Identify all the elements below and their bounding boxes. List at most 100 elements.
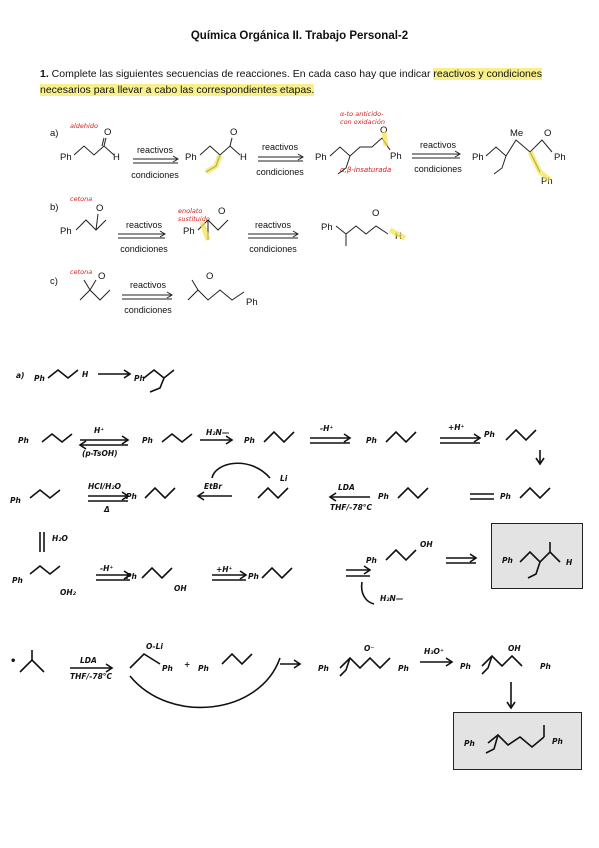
hw-hcl: HCl/H₂O — [88, 482, 122, 491]
o-c1: O — [98, 271, 106, 282]
label-c: c) — [50, 276, 58, 287]
label-a: a) — [50, 128, 59, 139]
hw-li: Li — [280, 474, 288, 483]
answer-box-final: Ph Ph — [453, 712, 582, 770]
instructions: 1. Complete las siguientes secuencias de… — [40, 66, 580, 98]
hw-etbr: EtBr — [204, 482, 223, 491]
note-enolato: enolato sustituido — [178, 207, 210, 223]
instructions-text: Complete las siguientes secuencias de re… — [48, 68, 434, 80]
hw-ph-9: Ph — [126, 492, 137, 501]
me-a4: Me — [510, 128, 524, 139]
condition-b1: condiciones — [120, 244, 168, 254]
page-title: Química Orgánica II. Trabajo Personal-2 — [190, 30, 409, 42]
hw-ph-16: Ph — [162, 664, 173, 673]
ph-b1: Ph — [60, 226, 72, 237]
hw-oh2: OH₂ — [60, 588, 76, 597]
hw-ph-8: Ph — [10, 496, 21, 505]
note-cetona-c: cetona — [70, 268, 93, 276]
hw-ph-18: Ph — [318, 664, 329, 673]
condition-a1: condiciones — [131, 170, 179, 180]
hw-h-plus-1: H⁺ — [94, 426, 105, 435]
box-final-ph2: Ph — [552, 737, 563, 746]
hw-ph-5: Ph — [244, 436, 255, 445]
hw-amine-2: H₂N— — [380, 594, 404, 603]
hw-minus-h-1: -H⁺ — [320, 424, 334, 433]
hw-ph-2: Ph — [134, 374, 145, 383]
reagent-b1: reactivos — [125, 220, 162, 230]
o-b2: O — [218, 206, 226, 217]
hw-lda-1: LDA — [338, 483, 355, 492]
hw-ph-10: Ph — [378, 492, 389, 501]
hw-oh-1: OH — [174, 584, 187, 593]
h-a2: H — [240, 152, 247, 163]
hw-bullet: • — [10, 656, 17, 667]
hw-plus: + — [184, 660, 191, 669]
ph-b2: Ph — [183, 226, 195, 237]
reagent-a2: reactivos — [261, 142, 298, 152]
hw-ph-21: Ph — [540, 662, 551, 671]
reagent-a3: reactivos — [419, 140, 456, 150]
hw-thf-1: THF/-78°C — [330, 503, 373, 512]
ph-a4c: Ph — [541, 176, 553, 187]
reagent-c: reactivos — [129, 280, 166, 290]
hw-lda-2: LDA — [80, 656, 97, 665]
hw-oh-plus: OH — [420, 540, 433, 549]
ph-b3: Ph — [321, 222, 333, 233]
hw-ph-6: Ph — [366, 436, 377, 445]
hw-oh-2: OH — [508, 644, 521, 653]
box-final-ph: Ph — [464, 739, 475, 748]
hw-h2o-1: H₂O — [52, 534, 68, 543]
o-b3: O — [372, 208, 380, 219]
reagent-a1: reactivos — [136, 145, 173, 155]
condition-c: condiciones — [124, 305, 172, 315]
note-alpha-oxid: α-to anticido- con oxidación — [340, 110, 385, 126]
hw-ph-19: Ph — [398, 664, 409, 673]
ph-c2: Ph — [246, 297, 258, 308]
condition-b2: condiciones — [249, 244, 297, 254]
hw-a-label: a) — [16, 371, 25, 380]
condition-a2: condiciones — [256, 167, 304, 177]
highlight-reactivos: reactivos y condiciones — [433, 68, 542, 80]
note-cetona-b: cetona — [70, 195, 93, 203]
hw-h3o: H₃O⁺ — [424, 647, 444, 656]
ph-a3b: Ph — [390, 151, 402, 162]
hw-delta: Δ — [104, 505, 110, 514]
hw-ph-7: Ph — [484, 430, 495, 439]
condition-a3: condiciones — [414, 164, 462, 174]
o-a4: O — [544, 128, 552, 139]
hw-plus-h-2: +H⁺ — [216, 565, 233, 574]
hw-ph-20: Ph — [460, 662, 471, 671]
o-c2: O — [206, 271, 214, 282]
highlight-necesarios: necesarios para llevar a cabo las corres… — [40, 84, 315, 96]
hw-ph-11: Ph — [500, 492, 511, 501]
ph-a4b: Ph — [554, 152, 566, 163]
hw-ph-14: Ph — [248, 572, 259, 581]
note-aldehido: aldehído — [70, 122, 98, 130]
answer-box-a: Ph H — [491, 523, 583, 589]
hw-ph-15: Ph — [366, 556, 377, 565]
box-a-ph: Ph — [502, 556, 513, 565]
hw-oli: O-Li — [146, 642, 163, 651]
box-a-h: H — [566, 558, 573, 567]
hw-ph-1: Ph — [34, 374, 45, 383]
ph-a2: Ph — [185, 152, 197, 163]
hw-ph-3: Ph — [18, 436, 29, 445]
hw-amine: H₂N— — [206, 428, 230, 437]
question-number: 1. — [40, 68, 49, 80]
hw-ph-17: Ph — [198, 664, 209, 673]
hw-h-1: H — [82, 370, 89, 379]
hw-minus-h-2: -H⁺ — [100, 564, 114, 573]
o-b1: O — [96, 203, 104, 214]
hw-o-minus: O⁻ — [364, 644, 375, 653]
o-a3: O — [380, 125, 388, 136]
label-b: b) — [50, 202, 59, 213]
o-a2: O — [230, 127, 238, 138]
hw-plus-h-1: +H⁺ — [448, 423, 465, 432]
ph-a3: Ph — [315, 152, 327, 163]
hw-ph-12: Ph — [12, 576, 23, 585]
h-a1: H — [113, 152, 120, 163]
ph-a1: Ph — [60, 152, 72, 163]
note-ab-insat: α,β-insaturada — [340, 166, 392, 174]
hw-ph-13: Ph — [126, 572, 137, 581]
